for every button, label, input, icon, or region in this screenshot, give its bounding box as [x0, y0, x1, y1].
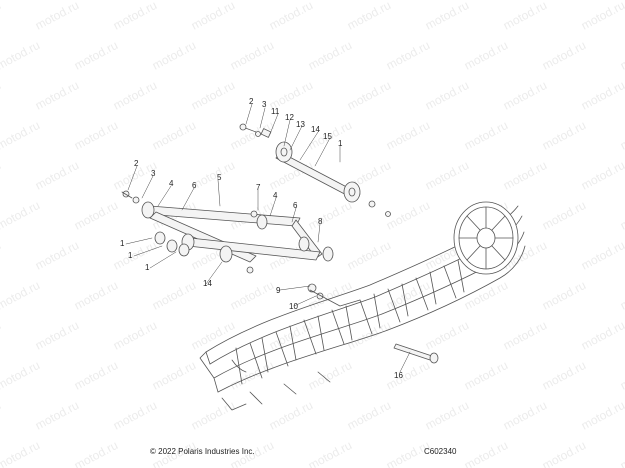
callout-14-lower: 14: [203, 279, 212, 288]
callout-1-upper: 1: [338, 139, 343, 148]
callout-12: 12: [285, 113, 294, 122]
figure-code: C602340: [424, 447, 457, 456]
callout-labels: 2 3 11 12 13 14 15 1 2 3 4 6 5 7 4 6 8 1…: [120, 97, 403, 380]
suspension-arm: [121, 190, 334, 274]
callout-1-lower-a: 1: [120, 239, 125, 248]
callout-2-left: 2: [134, 159, 139, 168]
callout-3-left: 3: [151, 169, 156, 178]
mount-hardware: [307, 283, 361, 307]
rear-idler-wheel: [453, 201, 519, 275]
callout-10: 10: [289, 302, 298, 311]
callout-4-right: 4: [273, 191, 278, 200]
callout-2-upper: 2: [249, 97, 254, 106]
callout-6-left: 6: [192, 181, 197, 190]
copyright-text: © 2022 Polaris Industries Inc.: [150, 447, 255, 456]
callout-5: 5: [217, 173, 222, 182]
callout-9: 9: [276, 286, 281, 295]
upper-axle-assembly: [239, 123, 391, 217]
callout-14-upper: 14: [311, 125, 320, 134]
callout-15: 15: [323, 132, 332, 141]
lower-shaft: [393, 343, 439, 364]
callout-1-lower-c: 1: [145, 263, 150, 272]
callout-4-left: 4: [169, 179, 174, 188]
callout-3-upper: 3: [262, 100, 267, 109]
leader-lines: [125, 103, 411, 373]
callout-11: 11: [271, 107, 280, 116]
callout-6-right: 6: [293, 201, 298, 210]
callout-1-lower-b: 1: [128, 251, 133, 260]
callout-8: 8: [318, 217, 323, 226]
callout-13: 13: [296, 120, 305, 129]
callout-16: 16: [394, 371, 403, 380]
callout-7: 7: [256, 183, 261, 192]
